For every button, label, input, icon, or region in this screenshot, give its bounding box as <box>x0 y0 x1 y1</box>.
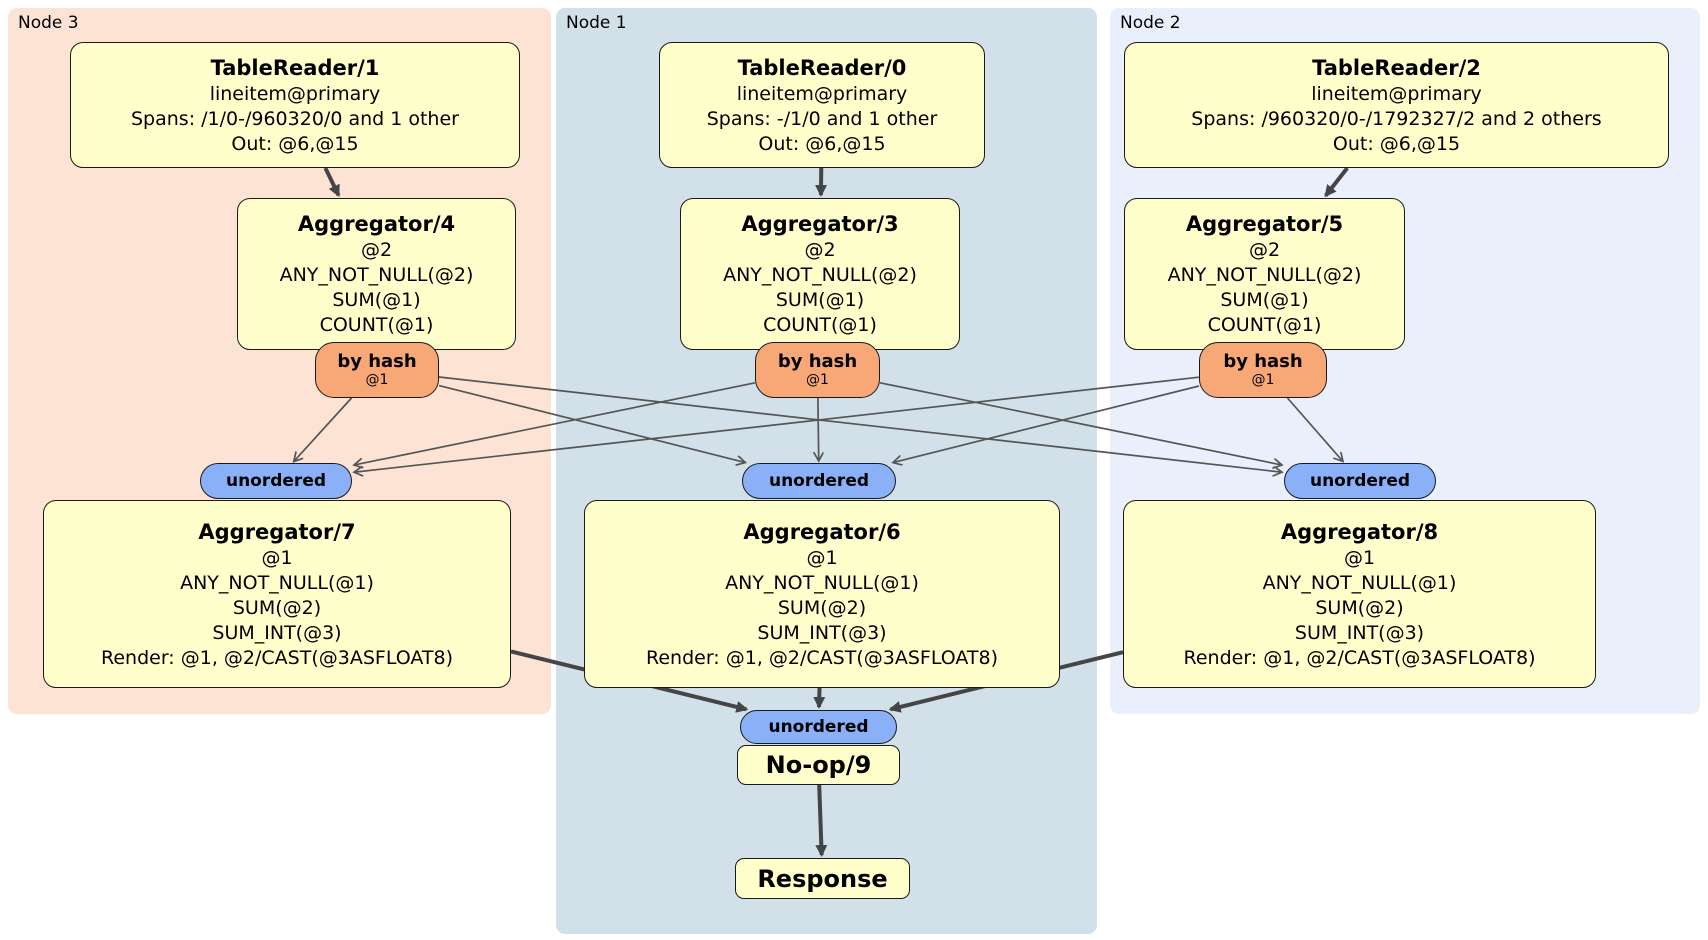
processor-detail: Render: @1, @2/CAST(@3ASFLOAT8) <box>101 646 453 669</box>
sync-unordered-9: unordered <box>740 710 897 744</box>
edge-r4-o8 <box>438 376 1281 472</box>
edge-tr1-agg4 <box>323 167 341 198</box>
processor-detail: lineitem@primary <box>1311 82 1482 105</box>
edge-agg6-o9 <box>813 687 826 710</box>
router-by-hash-3: by hash @1 <box>755 342 880 398</box>
processor-title: Aggregator/7 <box>198 519 356 544</box>
processor-detail: Out: @6,@15 <box>758 132 886 155</box>
processor-detail: Out: @6,@15 <box>1332 132 1461 155</box>
processor-aggregator-8: Aggregator/8 @1 ANY_NOT_NULL(@1) SUM(@2)… <box>1123 500 1596 688</box>
processor-tablereader-1: TableReader/1 lineitem@primary Spans: /1… <box>70 42 520 168</box>
sync-label: unordered <box>768 470 870 491</box>
processor-detail: SUM(@2) <box>232 596 322 619</box>
processor-title: Aggregator/6 <box>743 519 901 544</box>
processor-detail: @1 <box>261 546 293 569</box>
processor-title: Aggregator/5 <box>1185 212 1344 236</box>
edge-r5-o7 <box>355 376 1200 472</box>
processor-detail: COUNT(@1) <box>763 314 877 336</box>
processor-detail: @1 <box>1343 546 1376 569</box>
router-by-hash-5: by hash @1 <box>1199 342 1327 398</box>
processor-title: No-op/9 <box>765 751 872 779</box>
processor-title: Aggregator/4 <box>297 212 456 236</box>
processor-title: Response <box>757 864 888 893</box>
edge-r4-o6 <box>438 384 744 463</box>
router-columns: @1 <box>806 372 829 388</box>
processor-detail: ANY_NOT_NULL(@1) <box>725 571 919 594</box>
processor-detail: SUM_INT(@3) <box>212 621 342 644</box>
processor-detail: Out: @6,@15 <box>231 132 359 155</box>
processor-title: Aggregator/3 <box>741 212 899 236</box>
processor-tablereader-0: TableReader/0 lineitem@primary Spans: -/… <box>659 42 985 168</box>
router-columns: @1 <box>365 372 389 388</box>
router-by-hash-4: by hash @1 <box>315 342 439 398</box>
sync-unordered-6: unordered <box>742 463 896 499</box>
processor-detail: @2 <box>360 239 393 261</box>
edge-r5-o6 <box>894 385 1200 462</box>
processor-detail: SUM(@1) <box>332 289 421 311</box>
processor-detail: lineitem@primary <box>736 82 908 105</box>
processor-aggregator-5: Aggregator/5 @2 ANY_NOT_NULL(@2) SUM(@1)… <box>1124 198 1405 350</box>
processor-title: Aggregator/8 <box>1280 519 1439 544</box>
router-columns: @1 <box>1251 372 1275 388</box>
processor-detail: SUM(@2) <box>1315 596 1404 619</box>
processor-detail: COUNT(@1) <box>319 314 434 336</box>
router-title: by hash <box>1223 351 1303 372</box>
sync-label: unordered <box>225 470 327 491</box>
edge-r5-o8 <box>1286 397 1342 461</box>
edge-r3-o8 <box>879 381 1281 465</box>
router-title: by hash <box>777 351 858 372</box>
processor-noop-9: No-op/9 <box>737 745 900 785</box>
edge-r3-o7 <box>355 381 756 465</box>
processor-detail: ANY_NOT_NULL(@1) <box>180 571 374 594</box>
sync-unordered-7: unordered <box>200 463 352 499</box>
sync-unordered-8: unordered <box>1284 463 1436 499</box>
processor-detail: Spans: /960320/0-/1792327/2 and 2 others <box>1191 107 1602 130</box>
processor-detail: SUM(@1) <box>775 289 865 311</box>
processor-detail: Render: @1, @2/CAST(@3ASFLOAT8) <box>1183 646 1536 669</box>
processor-detail: COUNT(@1) <box>1207 314 1322 336</box>
edge-noop-resp <box>815 784 828 858</box>
edge-r3-o6 <box>818 397 819 460</box>
processor-detail: @2 <box>804 239 836 261</box>
sync-label: unordered <box>1309 470 1411 491</box>
processor-detail: SUM_INT(@3) <box>1294 621 1425 644</box>
processor-detail: lineitem@primary <box>209 82 381 105</box>
processor-aggregator-4: Aggregator/4 @2 ANY_NOT_NULL(@2) SUM(@1)… <box>237 198 516 350</box>
sync-label: unordered <box>768 716 869 737</box>
processor-detail: ANY_NOT_NULL(@2) <box>723 264 917 286</box>
edge-r4-o7 <box>294 397 353 461</box>
processor-detail: ANY_NOT_NULL(@2) <box>1167 264 1362 286</box>
processor-aggregator-6: Aggregator/6 @1 ANY_NOT_NULL(@1) SUM(@2)… <box>584 500 1060 688</box>
processor-detail: @1 <box>806 546 838 569</box>
processor-title: TableReader/1 <box>210 55 380 80</box>
processor-detail: @2 <box>1248 239 1281 261</box>
processor-detail: SUM(@1) <box>1220 289 1309 311</box>
edge-tr2-agg5 <box>1324 166 1349 198</box>
response-node: Response <box>735 858 910 899</box>
processor-aggregator-7: Aggregator/7 @1 ANY_NOT_NULL(@1) SUM(@2)… <box>43 500 511 688</box>
processor-tablereader-2: TableReader/2 lineitem@primary Spans: /9… <box>1124 42 1669 168</box>
processor-detail: SUM(@2) <box>777 596 867 619</box>
processor-detail: SUM_INT(@3) <box>757 621 887 644</box>
processor-detail: ANY_NOT_NULL(@2) <box>279 264 474 286</box>
router-title: by hash <box>337 351 417 372</box>
processor-detail: ANY_NOT_NULL(@1) <box>1262 571 1457 594</box>
processor-title: TableReader/0 <box>737 55 907 80</box>
panel-node-2-label: Node 2 <box>1120 13 1181 33</box>
processor-aggregator-3: Aggregator/3 @2 ANY_NOT_NULL(@2) SUM(@1)… <box>680 198 960 350</box>
processor-detail: Spans: /1/0-/960320/0 and 1 other <box>131 107 459 130</box>
processor-detail: Render: @1, @2/CAST(@3ASFLOAT8) <box>646 646 998 669</box>
panel-node-3-label: Node 3 <box>18 13 79 33</box>
processor-detail: Spans: -/1/0 and 1 other <box>706 107 938 130</box>
panel-node-1-label: Node 1 <box>566 13 627 33</box>
processor-title: TableReader/2 <box>1312 55 1481 80</box>
